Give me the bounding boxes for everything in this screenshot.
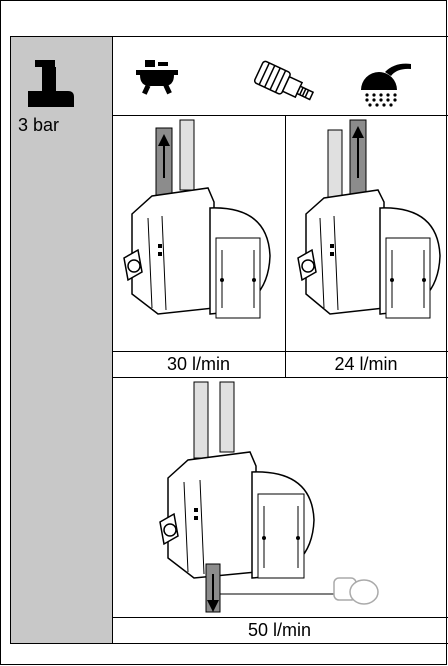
valve-illustration-shower: [297, 119, 441, 319]
label-divider-bottom: [112, 617, 448, 618]
pressure-label: 3 bar: [18, 115, 60, 135]
pressure-weight-icon: [28, 60, 74, 107]
cartridge-icon: [253, 60, 315, 101]
top-divider: [10, 36, 448, 37]
row-divider: [112, 377, 448, 378]
header-divider: [112, 115, 448, 116]
bathtub-icon: [136, 60, 178, 95]
flow-label-bottom: 50 l/min: [247, 620, 312, 640]
panel-divider: [285, 115, 286, 377]
sidebar: [10, 37, 113, 643]
valve-illustration-bath: [123, 119, 271, 319]
shower-head-icon: [361, 63, 411, 107]
flow-label-shower: 24 l/min: [334, 354, 398, 374]
content-area: [112, 37, 448, 643]
label-divider-top: [112, 351, 448, 352]
bottom-divider: [10, 643, 448, 644]
flow-label-bath: 30 l/min: [166, 354, 231, 374]
valve-illustration-bottom: [159, 381, 379, 613]
